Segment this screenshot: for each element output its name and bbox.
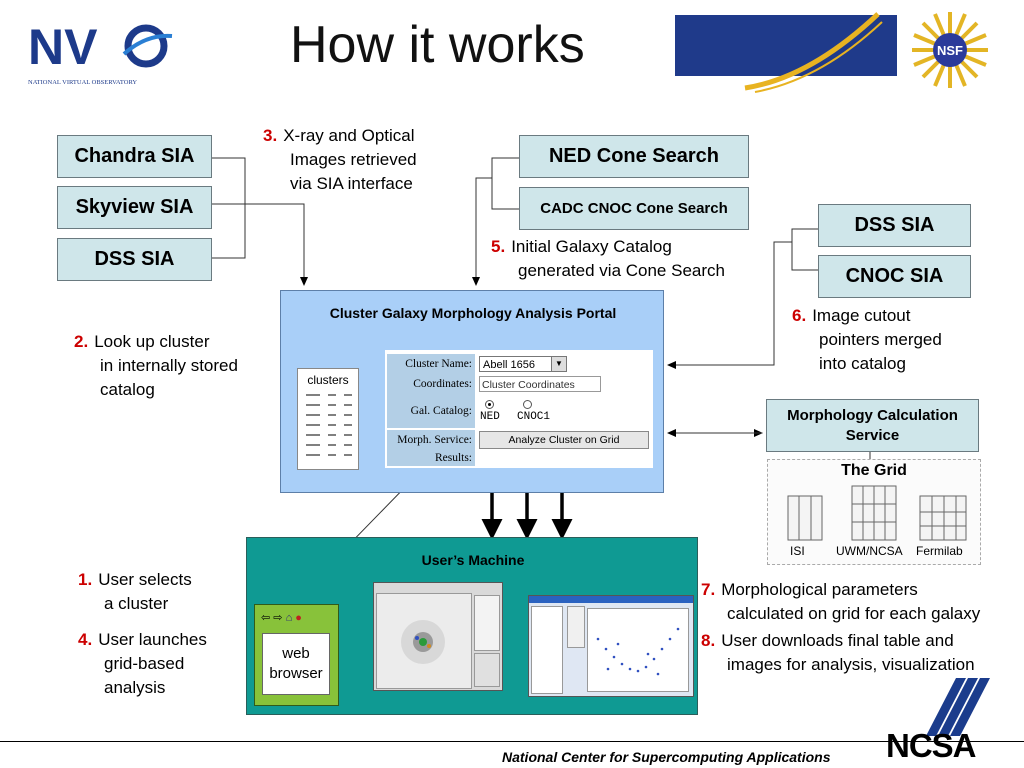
step-4-line-2: grid-based bbox=[104, 654, 185, 673]
clusters-list: clusters bbox=[297, 368, 359, 470]
source-cnoc-sia: CNOC SIA bbox=[818, 255, 971, 298]
step-5-note: 5. Initial Galaxy Catalog generated via C… bbox=[491, 235, 725, 283]
step-6-line-3: into catalog bbox=[819, 354, 906, 373]
clusters-label: clusters bbox=[307, 373, 349, 387]
cluster-name-value: Abell 1656 bbox=[483, 359, 535, 371]
nsf-logo: NSF bbox=[910, 10, 990, 90]
step-2-line-3: catalog bbox=[100, 380, 155, 399]
chevron-down-icon: ▼ bbox=[551, 357, 566, 371]
nsf-logo-text: NSF bbox=[937, 43, 963, 58]
step-2-line-1: Look up cluster bbox=[94, 332, 210, 351]
footer-rule bbox=[0, 741, 1024, 742]
step-1-line-2: a cluster bbox=[104, 594, 169, 613]
ncsa-logo-text: NCSA bbox=[886, 727, 977, 764]
step-8-line-2: images for analysis, visualization bbox=[727, 655, 975, 674]
grid-title: The Grid bbox=[841, 462, 907, 479]
source-ned-cone-search: NED Cone Search bbox=[519, 135, 749, 178]
browser-label-line-1: web bbox=[282, 645, 310, 662]
step-6-number: 6. bbox=[792, 306, 807, 325]
grid-racks bbox=[787, 485, 967, 541]
source-dss-sia-left: DSS SIA bbox=[57, 238, 212, 281]
radio-ned[interactable] bbox=[485, 400, 494, 409]
portal-form: Cluster Name: Abell 1656 ▼ Coordinates: … bbox=[385, 350, 653, 468]
step-4-line-1: User launches bbox=[98, 630, 207, 649]
source-chandra-sia: Chandra SIA bbox=[57, 135, 212, 178]
step-3-line-2: Images retrieved bbox=[290, 150, 417, 169]
machine-title: User’s Machine bbox=[421, 552, 525, 568]
step-2-number: 2. bbox=[74, 332, 89, 351]
analyze-cluster-button[interactable]: Analyze Cluster on Grid bbox=[479, 431, 649, 449]
step-7-note: 7. Morphological parameters calculated on… bbox=[701, 578, 980, 626]
step-2-note: 2. Look up cluster in internally stored c… bbox=[74, 330, 238, 402]
step-3-note: 3. X-ray and Optical Images retrieved via… bbox=[263, 124, 417, 196]
morph-service-label: Morph. Service: bbox=[387, 430, 475, 450]
step-2-line-2: in internally stored bbox=[100, 356, 238, 375]
step-3-number: 3. bbox=[263, 126, 278, 145]
clusters-rows bbox=[306, 394, 352, 456]
cluster-name-select[interactable]: Abell 1656 ▼ bbox=[479, 356, 567, 372]
step-5-line-2: generated via Cone Search bbox=[518, 261, 725, 280]
source-cadc-cnoc-cone-search: CADC CNOC Cone Search bbox=[519, 187, 749, 230]
catalog-option-ned: NED bbox=[480, 411, 500, 423]
nvo-logo-letters: NV bbox=[28, 19, 98, 75]
step-3-line-3: via SIA interface bbox=[290, 174, 413, 193]
step-1-note: 1. User selects a cluster bbox=[78, 568, 192, 616]
portal-title: Cluster Galaxy Morphology Analysis Porta… bbox=[329, 305, 617, 321]
the-grid-panel: The Grid ISI UWM/NCSA Fermilab bbox=[767, 459, 981, 565]
grid-site-uwm-ncsa: UWM/NCSA bbox=[836, 544, 903, 558]
radio-cnoc1[interactable] bbox=[523, 400, 532, 409]
forward-arrow-icon: ⇨ bbox=[273, 612, 283, 624]
morph-service-line-1: Morphology Calculation bbox=[787, 406, 958, 424]
step-1-number: 1. bbox=[78, 570, 93, 589]
grid-site-isi: ISI bbox=[790, 544, 805, 558]
title-backdrop bbox=[195, 15, 675, 76]
step-4-note: 4. User launches grid-based analysis bbox=[78, 628, 207, 700]
step-7-line-1: Morphological parameters bbox=[721, 580, 918, 599]
step-6-note: 6. Image cutout pointers merged into cata… bbox=[792, 304, 942, 376]
analysis-portal: Cluster Galaxy Morphology Analysis Porta… bbox=[280, 290, 664, 493]
step-6-line-1: Image cutout bbox=[812, 306, 911, 325]
browser-toolbar: ⇦ ⇨ ⌂ ● bbox=[261, 611, 333, 625]
morphology-calculation-service: Morphology Calculation Service bbox=[766, 399, 979, 452]
footer-text: National Center for Supercomputing Appli… bbox=[502, 749, 831, 765]
step-4-number: 4. bbox=[78, 630, 93, 649]
nvo-logo-caption: NATIONAL VIRTUAL OBSERVATORY bbox=[28, 79, 137, 86]
gal-catalog-label: Gal. Catalog: bbox=[387, 394, 475, 428]
back-arrow-icon: ⇦ bbox=[261, 612, 271, 624]
home-icon: ⌂ bbox=[285, 612, 293, 624]
step-5-line-1: Initial Galaxy Catalog bbox=[511, 237, 672, 256]
step-8-number: 8. bbox=[701, 631, 716, 650]
stop-icon: ● bbox=[295, 612, 302, 624]
step-8-line-1: User downloads final table and bbox=[721, 631, 954, 650]
ncsa-logo: NCSA bbox=[886, 678, 1010, 764]
step-8-note: 8. User downloads final table and images … bbox=[701, 629, 975, 677]
nvo-logo: NV NATIONAL VIRTUAL OBSERVATORY bbox=[26, 14, 176, 94]
catalog-plot-screenshot bbox=[528, 595, 694, 697]
source-dss-sia-right: DSS SIA bbox=[818, 204, 971, 247]
step-1-line-1: User selects bbox=[98, 570, 192, 589]
catalog-option-cnoc1: CNOC1 bbox=[517, 411, 551, 423]
step-7-line-2: calculated on grid for each galaxy bbox=[727, 604, 981, 623]
step-4-line-3: analysis bbox=[104, 678, 166, 697]
step-7-number: 7. bbox=[701, 580, 716, 599]
source-skyview-sia: Skyview SIA bbox=[57, 186, 212, 229]
cluster-name-label: Cluster Name: bbox=[387, 354, 475, 374]
step-6-line-2: pointers merged bbox=[819, 330, 942, 349]
coordinates-label: Coordinates: bbox=[387, 374, 475, 394]
coordinates-input[interactable]: Cluster Coordinates bbox=[479, 376, 601, 392]
web-browser[interactable]: ⇦ ⇨ ⌂ ● web browser bbox=[254, 604, 339, 706]
grid-site-fermilab: Fermilab bbox=[916, 544, 963, 558]
step-5-number: 5. bbox=[491, 237, 506, 256]
browser-window: web browser bbox=[262, 633, 330, 695]
morph-service-line-2: Service bbox=[845, 426, 900, 444]
browser-label-line-2: browser bbox=[269, 665, 323, 682]
results-label: Results: bbox=[387, 450, 475, 466]
step-3-line-1: X-ray and Optical bbox=[283, 126, 415, 145]
page-title: How it works bbox=[290, 16, 585, 74]
title-swoosh bbox=[744, 12, 883, 93]
image-viewer-screenshot bbox=[373, 582, 503, 691]
